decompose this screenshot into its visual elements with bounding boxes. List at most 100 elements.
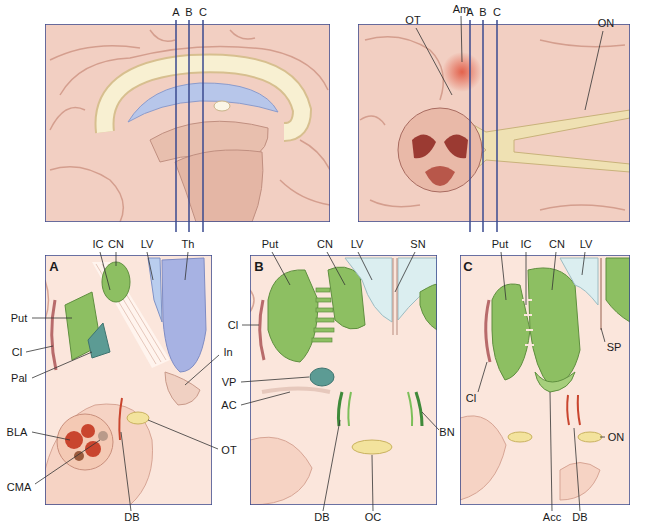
structure-label: Pal xyxy=(10,372,28,385)
putamen xyxy=(268,270,318,362)
ventricle xyxy=(560,258,598,305)
leader-line xyxy=(185,355,219,385)
gyrus xyxy=(230,30,255,39)
putamen xyxy=(492,284,530,380)
structure-label: OT xyxy=(404,14,421,27)
leader-line xyxy=(116,252,117,266)
section-line xyxy=(469,20,471,232)
claustrum xyxy=(260,300,264,360)
structure-label: Put xyxy=(10,312,29,325)
bridge xyxy=(316,318,334,322)
gyrus xyxy=(150,30,175,41)
caudate xyxy=(528,268,580,386)
diagonal-band xyxy=(567,395,569,425)
structure-label: In xyxy=(222,346,233,359)
temporal-lobe xyxy=(45,404,153,505)
gyri-lines xyxy=(50,30,330,222)
septum-line xyxy=(393,258,394,335)
section-a xyxy=(45,255,212,505)
caudate xyxy=(420,284,437,330)
striatal-bridges xyxy=(522,300,534,345)
structure-label: ON xyxy=(607,431,626,444)
structure-label: OT xyxy=(220,444,237,457)
section-ground xyxy=(45,255,212,505)
leader-line xyxy=(574,428,580,511)
leader-line xyxy=(552,252,556,290)
panel-border xyxy=(250,255,437,505)
structure-label: IC xyxy=(520,238,533,251)
anterior-commissure xyxy=(262,389,330,393)
structure-label: A xyxy=(171,6,180,19)
bed-nucleus xyxy=(416,392,422,426)
structure-label: C xyxy=(492,6,502,19)
thalamus xyxy=(162,258,206,372)
bridge xyxy=(314,328,334,332)
bridge xyxy=(316,308,333,312)
structure-label: OC xyxy=(364,511,383,524)
bridge xyxy=(525,344,534,346)
structure-label: BN xyxy=(438,426,455,439)
structure-label: A xyxy=(465,6,474,19)
gyrus xyxy=(280,180,330,205)
structure-label: CMA xyxy=(6,481,32,494)
orbital-cortex xyxy=(460,416,506,500)
bed-nucleus xyxy=(408,392,412,426)
leader-line xyxy=(323,420,340,511)
leader-line xyxy=(422,412,439,430)
optic-chiasm xyxy=(463,110,630,175)
diagonal-band xyxy=(348,392,351,426)
leader-line xyxy=(32,318,72,319)
tegmentum xyxy=(425,166,455,186)
amygdala-nucleus xyxy=(65,431,83,449)
septum xyxy=(393,258,397,335)
optic-tract xyxy=(127,412,149,424)
panel-border xyxy=(460,255,630,505)
bridge xyxy=(316,298,331,302)
leader-line xyxy=(241,392,290,405)
leader-line xyxy=(416,28,452,95)
structure-label: DB xyxy=(313,511,330,524)
bridge xyxy=(312,338,332,342)
section-line xyxy=(202,20,204,232)
section-ground xyxy=(460,255,630,505)
section-line xyxy=(188,20,190,232)
bridge xyxy=(522,299,532,301)
section-line xyxy=(175,20,177,232)
structure-label: AC xyxy=(220,399,237,412)
structure-label: DB xyxy=(571,511,588,524)
pallidum xyxy=(88,323,110,358)
structure-label: DB xyxy=(123,511,140,524)
structure-label: CN xyxy=(107,238,125,251)
septum-line xyxy=(397,258,398,335)
amygdala-nucleus xyxy=(74,451,84,461)
structure-label: Cl xyxy=(11,346,23,359)
accumbens xyxy=(535,372,575,392)
bridge xyxy=(316,288,330,292)
section-line xyxy=(496,20,498,232)
leader-line xyxy=(121,432,131,511)
caudate xyxy=(102,262,130,302)
structure-label: LV xyxy=(350,238,365,251)
panel-border xyxy=(45,24,330,222)
leader-line xyxy=(327,252,345,285)
structure-label: IC xyxy=(92,238,105,251)
cortex-ground xyxy=(358,24,630,222)
diagonal-band xyxy=(578,395,580,425)
panel-letter: C xyxy=(462,260,473,273)
structure-label: SP xyxy=(606,341,623,354)
structure-label: CN xyxy=(316,238,334,251)
gyrus xyxy=(365,37,443,100)
gyrus xyxy=(360,116,385,125)
structure-label: CN xyxy=(548,238,566,251)
structure-label: Th xyxy=(181,238,196,251)
amygdala-nucleus xyxy=(98,431,108,441)
leader-line xyxy=(395,252,415,292)
section-c xyxy=(460,255,630,505)
panel-letter: A xyxy=(48,260,59,273)
leader-line xyxy=(185,252,188,280)
brainstem xyxy=(175,150,263,222)
optic-chiasm xyxy=(352,440,392,454)
structure-label: VP xyxy=(221,376,238,389)
optic-nerve xyxy=(578,432,602,442)
